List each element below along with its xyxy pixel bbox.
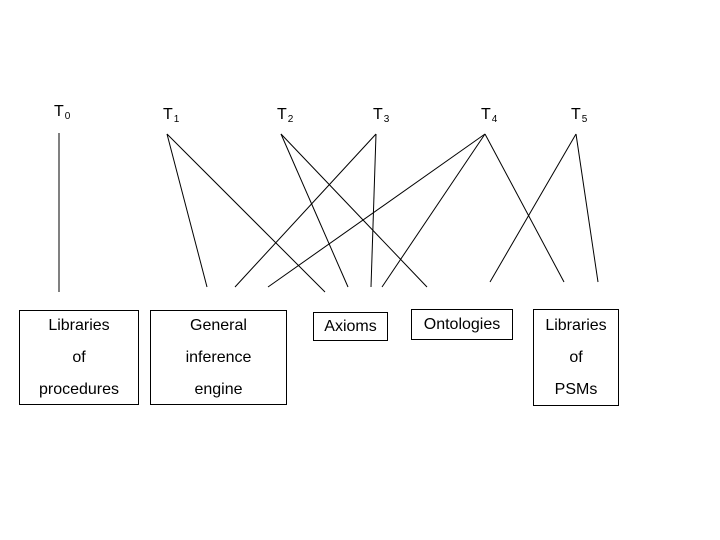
time-label-letter: T <box>277 106 287 123</box>
time-label-t1: T1 <box>163 106 180 126</box>
box-libraries-of-psms: Libraries of PSMs <box>533 309 619 406</box>
box-libraries-of-procedures: Libraries of procedures <box>19 310 139 405</box>
box-text-line: PSMs <box>554 380 598 398</box>
box-text-line: procedures <box>38 380 120 398</box>
connector-t1-axioms <box>166 133 326 293</box>
time-label-t4: T4 <box>481 106 498 126</box>
box-text-line: Ontologies <box>423 315 501 333</box>
time-label-letter: T <box>373 106 383 123</box>
time-label-t5: T5 <box>571 106 588 126</box>
connector-t3-axioms <box>370 133 377 288</box>
time-label-subscript: 3 <box>383 114 390 125</box>
box-text-line: inference <box>185 348 252 366</box>
connector-t4-general-inference-engine <box>267 133 486 288</box>
connector-t3-general-inference-engine <box>234 133 377 288</box>
box-text-line: Axioms <box>324 317 377 335</box>
box-text-line: Libraries <box>545 316 607 334</box>
time-label-letter: T <box>163 106 173 123</box>
box-text-line: engine <box>194 380 243 398</box>
time-label-subscript: 0 <box>64 111 71 122</box>
box-text-line: Libraries <box>48 316 110 334</box>
box-axioms: Axioms <box>313 312 388 341</box>
connector-t5-libraries-of-psms <box>575 133 599 283</box>
time-label-subscript: 1 <box>173 114 180 125</box>
connector-t1-general-inference-engine <box>166 133 208 288</box>
time-label-t3: T3 <box>373 106 390 126</box>
box-general-inference-engine: General inference engine <box>150 310 287 405</box>
connector-t2-ontologies <box>280 133 428 288</box>
time-label-subscript: 4 <box>491 114 498 125</box>
connector-t4-axioms <box>381 133 486 288</box>
time-label-t2: T2 <box>277 106 294 126</box>
connector-t2-axioms <box>280 133 349 288</box>
time-label-t0: T0 <box>54 103 71 123</box>
box-text-line: of <box>569 348 583 366</box>
connector-t4-libraries-of-psms <box>484 133 565 283</box>
box-text-line: of <box>72 348 86 366</box>
time-label-subscript: 2 <box>287 114 294 125</box>
time-label-letter: T <box>571 106 581 123</box>
box-ontologies: Ontologies <box>411 309 513 340</box>
time-label-letter: T <box>481 106 491 123</box>
time-label-subscript: 5 <box>581 114 588 125</box>
connector-t5-ontologies <box>489 133 577 283</box>
time-label-letter: T <box>54 103 64 120</box>
box-text-line: General <box>190 316 247 334</box>
